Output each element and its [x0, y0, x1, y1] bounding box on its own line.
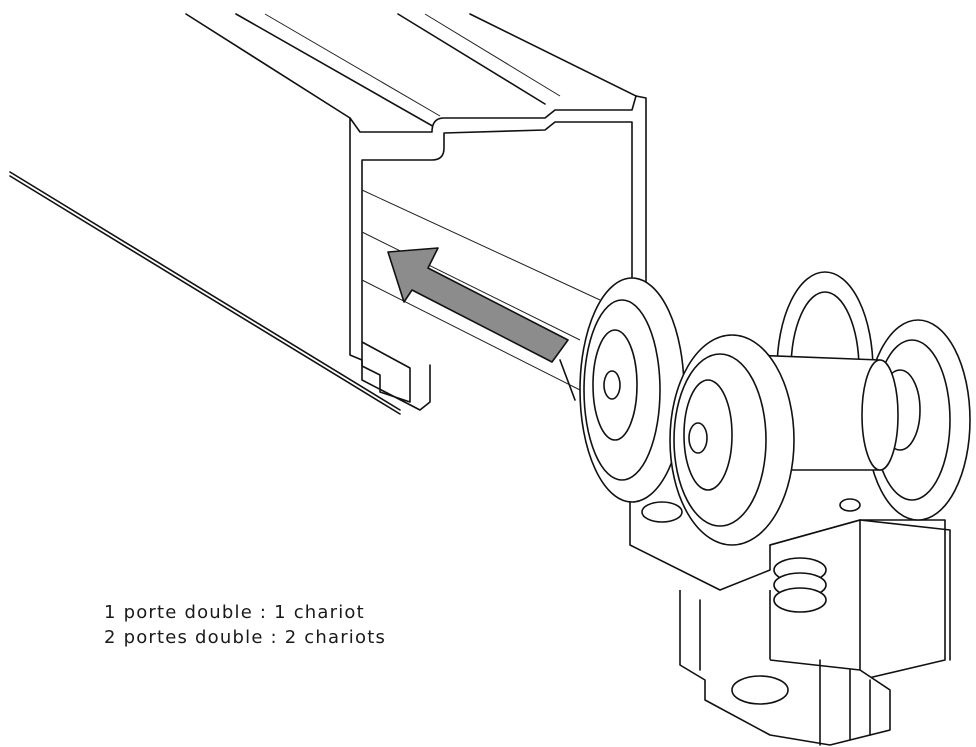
insertion-arrow-icon [387, 247, 569, 363]
carriage-quantity-caption: 1 porte double : 1 chariot 2 portes doub… [104, 600, 386, 650]
wheel-front-left [579, 277, 685, 503]
caption-line-single: 1 porte double : 1 chariot [104, 602, 365, 623]
caption-line-double: 2 portes double : 2 chariots [104, 627, 387, 648]
rail-profile [9, 13, 647, 415]
carriage-body [629, 498, 951, 746]
wheel-front-right [669, 334, 795, 546]
